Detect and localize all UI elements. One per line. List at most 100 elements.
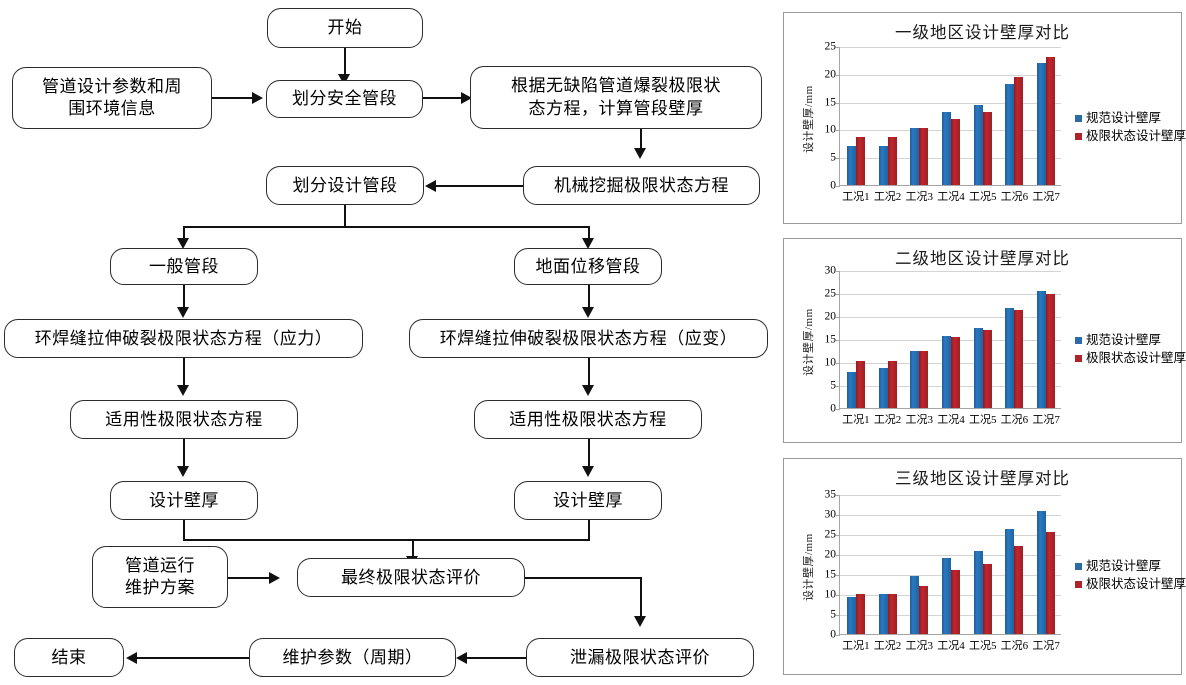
arrowhead-bus-to-general	[177, 238, 189, 249]
node-design-thickness-right-label: 设计壁厚	[553, 490, 623, 510]
node-design-params[interactable]: 管道设计参数和周 围环境信息	[12, 67, 212, 129]
chart-gridline	[840, 495, 1061, 496]
node-ground-displacement-segment[interactable]: 地面位移管段	[514, 248, 662, 285]
node-divide-design-segment-label: 划分设计管段	[292, 175, 398, 195]
legend-swatch-icon	[1075, 580, 1082, 588]
edge-maintparams-to-end	[134, 657, 249, 659]
edge-burst-to-excavation	[640, 129, 642, 153]
chart-bar	[878, 145, 888, 185]
chart-x-tick-label: 工况6	[1000, 640, 1029, 652]
node-burst-line2: 态方程，计算管段壁厚	[528, 98, 704, 118]
node-weld-tensile-stress-equation[interactable]: 环焊缝拉伸破裂极限状态方程（应力）	[4, 319, 363, 358]
chart-y-tick-label: 20	[824, 310, 837, 323]
arrowhead-leakeval-to-maintparams	[456, 652, 467, 664]
chart-bar	[919, 127, 929, 185]
chart-bar	[982, 330, 992, 408]
edge-bus-to-general	[183, 226, 185, 244]
node-excavation-limit-state-equation[interactable]: 机械挖掘极限状态方程	[523, 166, 760, 205]
chart-y-tick-label: 15	[824, 333, 837, 346]
chart-y-tick-label: 15	[824, 95, 837, 108]
node-weld-tensile-strain-equation[interactable]: 环焊缝拉伸破裂极限状态方程（应变）	[409, 319, 768, 358]
chart-legend-item: 规范设计壁厚	[1075, 331, 1186, 349]
node-maint-params-label: 维护参数（周期）	[282, 647, 423, 667]
arrowhead-burst-to-excavation	[634, 148, 646, 159]
chart-y-tick-mark	[836, 317, 840, 318]
legend-swatch-icon	[1075, 132, 1082, 140]
chart-title: 一级地区设计壁厚对比	[895, 23, 1070, 42]
node-ops-plan-line2: 维护方案	[125, 578, 195, 597]
edge-params-to-safeseg	[212, 97, 256, 99]
node-burst-limit-state-equation[interactable]: 根据无缺陷管道爆裂极限状 态方程，计算管段壁厚	[470, 66, 762, 129]
node-divide-design-segment[interactable]: 划分设计管段	[266, 166, 424, 205]
node-final-limit-state-evaluation[interactable]: 最终极限状态评价	[297, 558, 525, 597]
chart-bar	[887, 360, 897, 408]
edge-thickness-left-stem	[183, 520, 185, 540]
chart-x-tick-label: 工况4	[937, 414, 965, 426]
arrowhead-params-to-safeseg	[252, 92, 263, 104]
chart-bar	[1037, 291, 1047, 408]
node-end-label: 结束	[51, 647, 87, 667]
chart-y-tick-mark	[836, 74, 840, 76]
chart-bar-group	[903, 46, 935, 185]
chart-legend-item: 极限状态设计壁厚	[1075, 127, 1186, 145]
node-serviceability-equation-right[interactable]: 适用性极限状态方程	[474, 400, 702, 439]
chart-bar	[973, 104, 983, 185]
arrowhead-maintparams-to-end	[126, 652, 137, 664]
chart-bar	[855, 137, 865, 185]
node-general-segment[interactable]: 一般管段	[110, 248, 258, 285]
chart-title: 三级地区设计壁厚对比	[895, 469, 1070, 488]
chart-y-tick-mark	[836, 555, 840, 556]
chart-x-tick-label: 工况4	[937, 640, 965, 652]
chart-bar	[950, 570, 960, 634]
chart-bar	[1005, 308, 1015, 408]
node-leak-limit-state-evaluation[interactable]: 泄漏极限状态评价	[526, 638, 754, 677]
chart-bar-group	[935, 494, 967, 634]
chart-x-tick-label: 工况1	[842, 191, 870, 203]
chart-bar-group	[840, 270, 872, 408]
chart-bar	[1046, 293, 1056, 408]
chart-gridline	[840, 317, 1061, 318]
chart-bar	[973, 550, 983, 634]
chart-bar	[855, 594, 865, 634]
chart-bar	[1037, 510, 1047, 634]
node-operation-maintenance-plan[interactable]: 管道运行 维护方案	[92, 546, 228, 608]
node-serviceability-equation-left[interactable]: 适用性极限状态方程	[70, 400, 298, 439]
chart-y-tick-label: 20	[824, 68, 837, 81]
arrowhead-bus-to-grounddisp	[582, 238, 594, 249]
chart-bar-group	[872, 270, 904, 408]
chart-legend: 规范设计壁厚极限状态设计壁厚	[1075, 557, 1186, 593]
node-burst-line1: 根据无缺陷管道爆裂极限状	[511, 76, 721, 96]
chart-x-tick-label: 工况5	[968, 191, 997, 203]
edge-grounddisp-to-weldstrain	[588, 285, 590, 312]
chart-x-tick-label: 工况6	[1000, 191, 1029, 203]
chart-y-axis-label: 设计壁厚/mm	[803, 533, 815, 601]
chart-bar-group	[967, 46, 999, 185]
chart-x-tick-label: 工况7	[1032, 414, 1060, 426]
chart-y-tick-label: 25	[824, 40, 837, 53]
chart-y-tick-label: 20	[824, 548, 837, 561]
node-leak-eval-label: 泄漏极限状态评价	[570, 647, 710, 667]
node-design-thickness-right[interactable]: 设计壁厚	[514, 481, 662, 520]
chart-bar	[919, 586, 929, 634]
chart-x-tick-label: 工况3	[905, 191, 934, 203]
node-divide-safe-segment[interactable]: 划分安全管段	[266, 80, 423, 118]
edge-finaleval-to-leakeval-h	[525, 577, 641, 579]
chart-bar-group	[1030, 46, 1062, 185]
chart-legend-label: 规范设计壁厚	[1086, 333, 1162, 347]
chart-bar	[910, 351, 920, 408]
chart-bar-group	[999, 46, 1031, 185]
chart-x-tick-label: 工况5	[968, 414, 997, 426]
chart-y-tick-label: 10	[824, 123, 837, 136]
chart-bar	[1014, 77, 1024, 185]
node-start[interactable]: 开始	[267, 8, 423, 48]
chart-bar	[982, 564, 992, 634]
node-design-thickness-left[interactable]: 设计壁厚	[110, 481, 258, 520]
chart-bar	[1005, 528, 1015, 634]
chart-bar	[941, 112, 951, 185]
chart-bar-group	[967, 494, 999, 634]
chart-y-tick-mark	[836, 47, 840, 48]
node-end[interactable]: 结束	[14, 638, 124, 677]
node-maintenance-parameters[interactable]: 维护参数（周期）	[249, 638, 456, 677]
